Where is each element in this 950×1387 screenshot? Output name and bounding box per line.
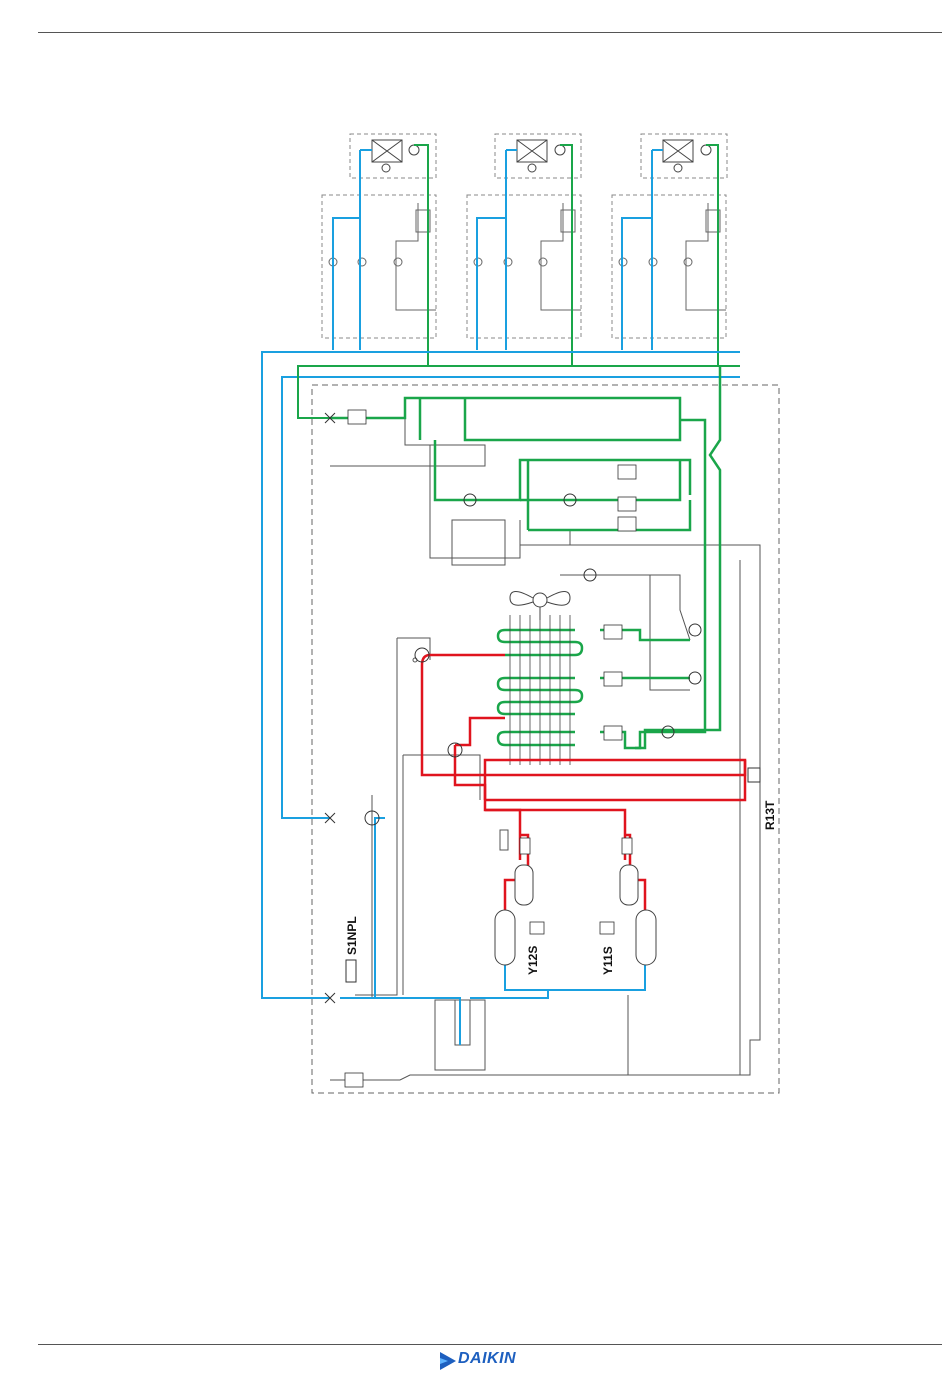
daikin-logo-icon [438,1350,458,1372]
fan-icon [510,592,570,621]
branch-selector-piping [329,203,726,310]
indoor-unit-3 [612,134,727,338]
valve-label-y11s: Y11S [601,946,615,975]
valve-icon [325,413,760,1003]
indoor-unit-2 [467,134,581,338]
outdoor-inner-piping [330,418,760,1080]
pressure-switch-icon [346,960,356,982]
brand-name: DAIKIN [458,1350,516,1368]
valve-label-y12s: Y12S [526,946,540,975]
liquid-main [262,352,740,998]
pressure-switch-label: S1NPL [345,916,359,955]
indoor-unit-1 [322,134,436,338]
discharge-piping [422,655,745,925]
filter-icon [345,410,636,1087]
indoor-liquid-lines [333,150,663,350]
thermistor-label: R13T [763,800,777,830]
compressor-icon [495,865,656,965]
outdoor-unit-boundary [312,385,779,1093]
daikin-logo: DAIKIN [438,1348,548,1374]
suction-piping [340,818,645,1045]
